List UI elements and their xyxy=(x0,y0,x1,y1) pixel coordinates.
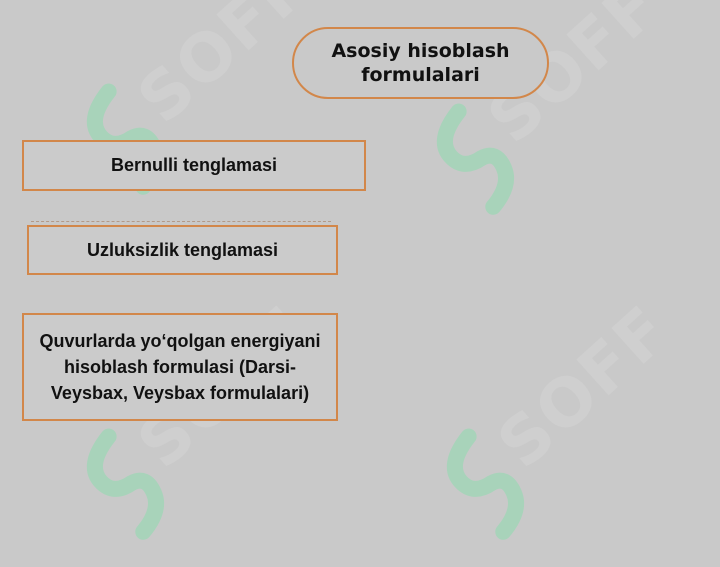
title-box: Asosiy hisoblash formulalari xyxy=(292,27,549,99)
watermark-text: SOFF xyxy=(483,290,685,484)
energy-loss-label: Quvurlarda yo‘qolgan energiyani hisoblas… xyxy=(39,331,321,403)
continuity-label: Uzluksizlik tenglamasi xyxy=(86,239,279,260)
energy-loss-box: Quvurlarda yo‘qolgan energiyani hisoblas… xyxy=(22,313,338,421)
continuity-box: Uzluksizlik tenglamasi xyxy=(27,225,338,275)
logo-icon xyxy=(436,103,515,215)
watermark: SOFF xyxy=(48,291,325,566)
page-title: Asosiy hisoblash formulalari xyxy=(331,40,510,86)
logo-icon xyxy=(446,428,525,540)
bernoulli-box: Bernulli tenglamasi xyxy=(22,140,366,191)
watermark: SOFF xyxy=(408,291,685,566)
divider xyxy=(31,221,331,222)
logo-icon xyxy=(86,428,165,540)
bernoulli-label: Bernulli tenglamasi xyxy=(110,155,278,175)
watermark: SOFF xyxy=(398,0,675,242)
